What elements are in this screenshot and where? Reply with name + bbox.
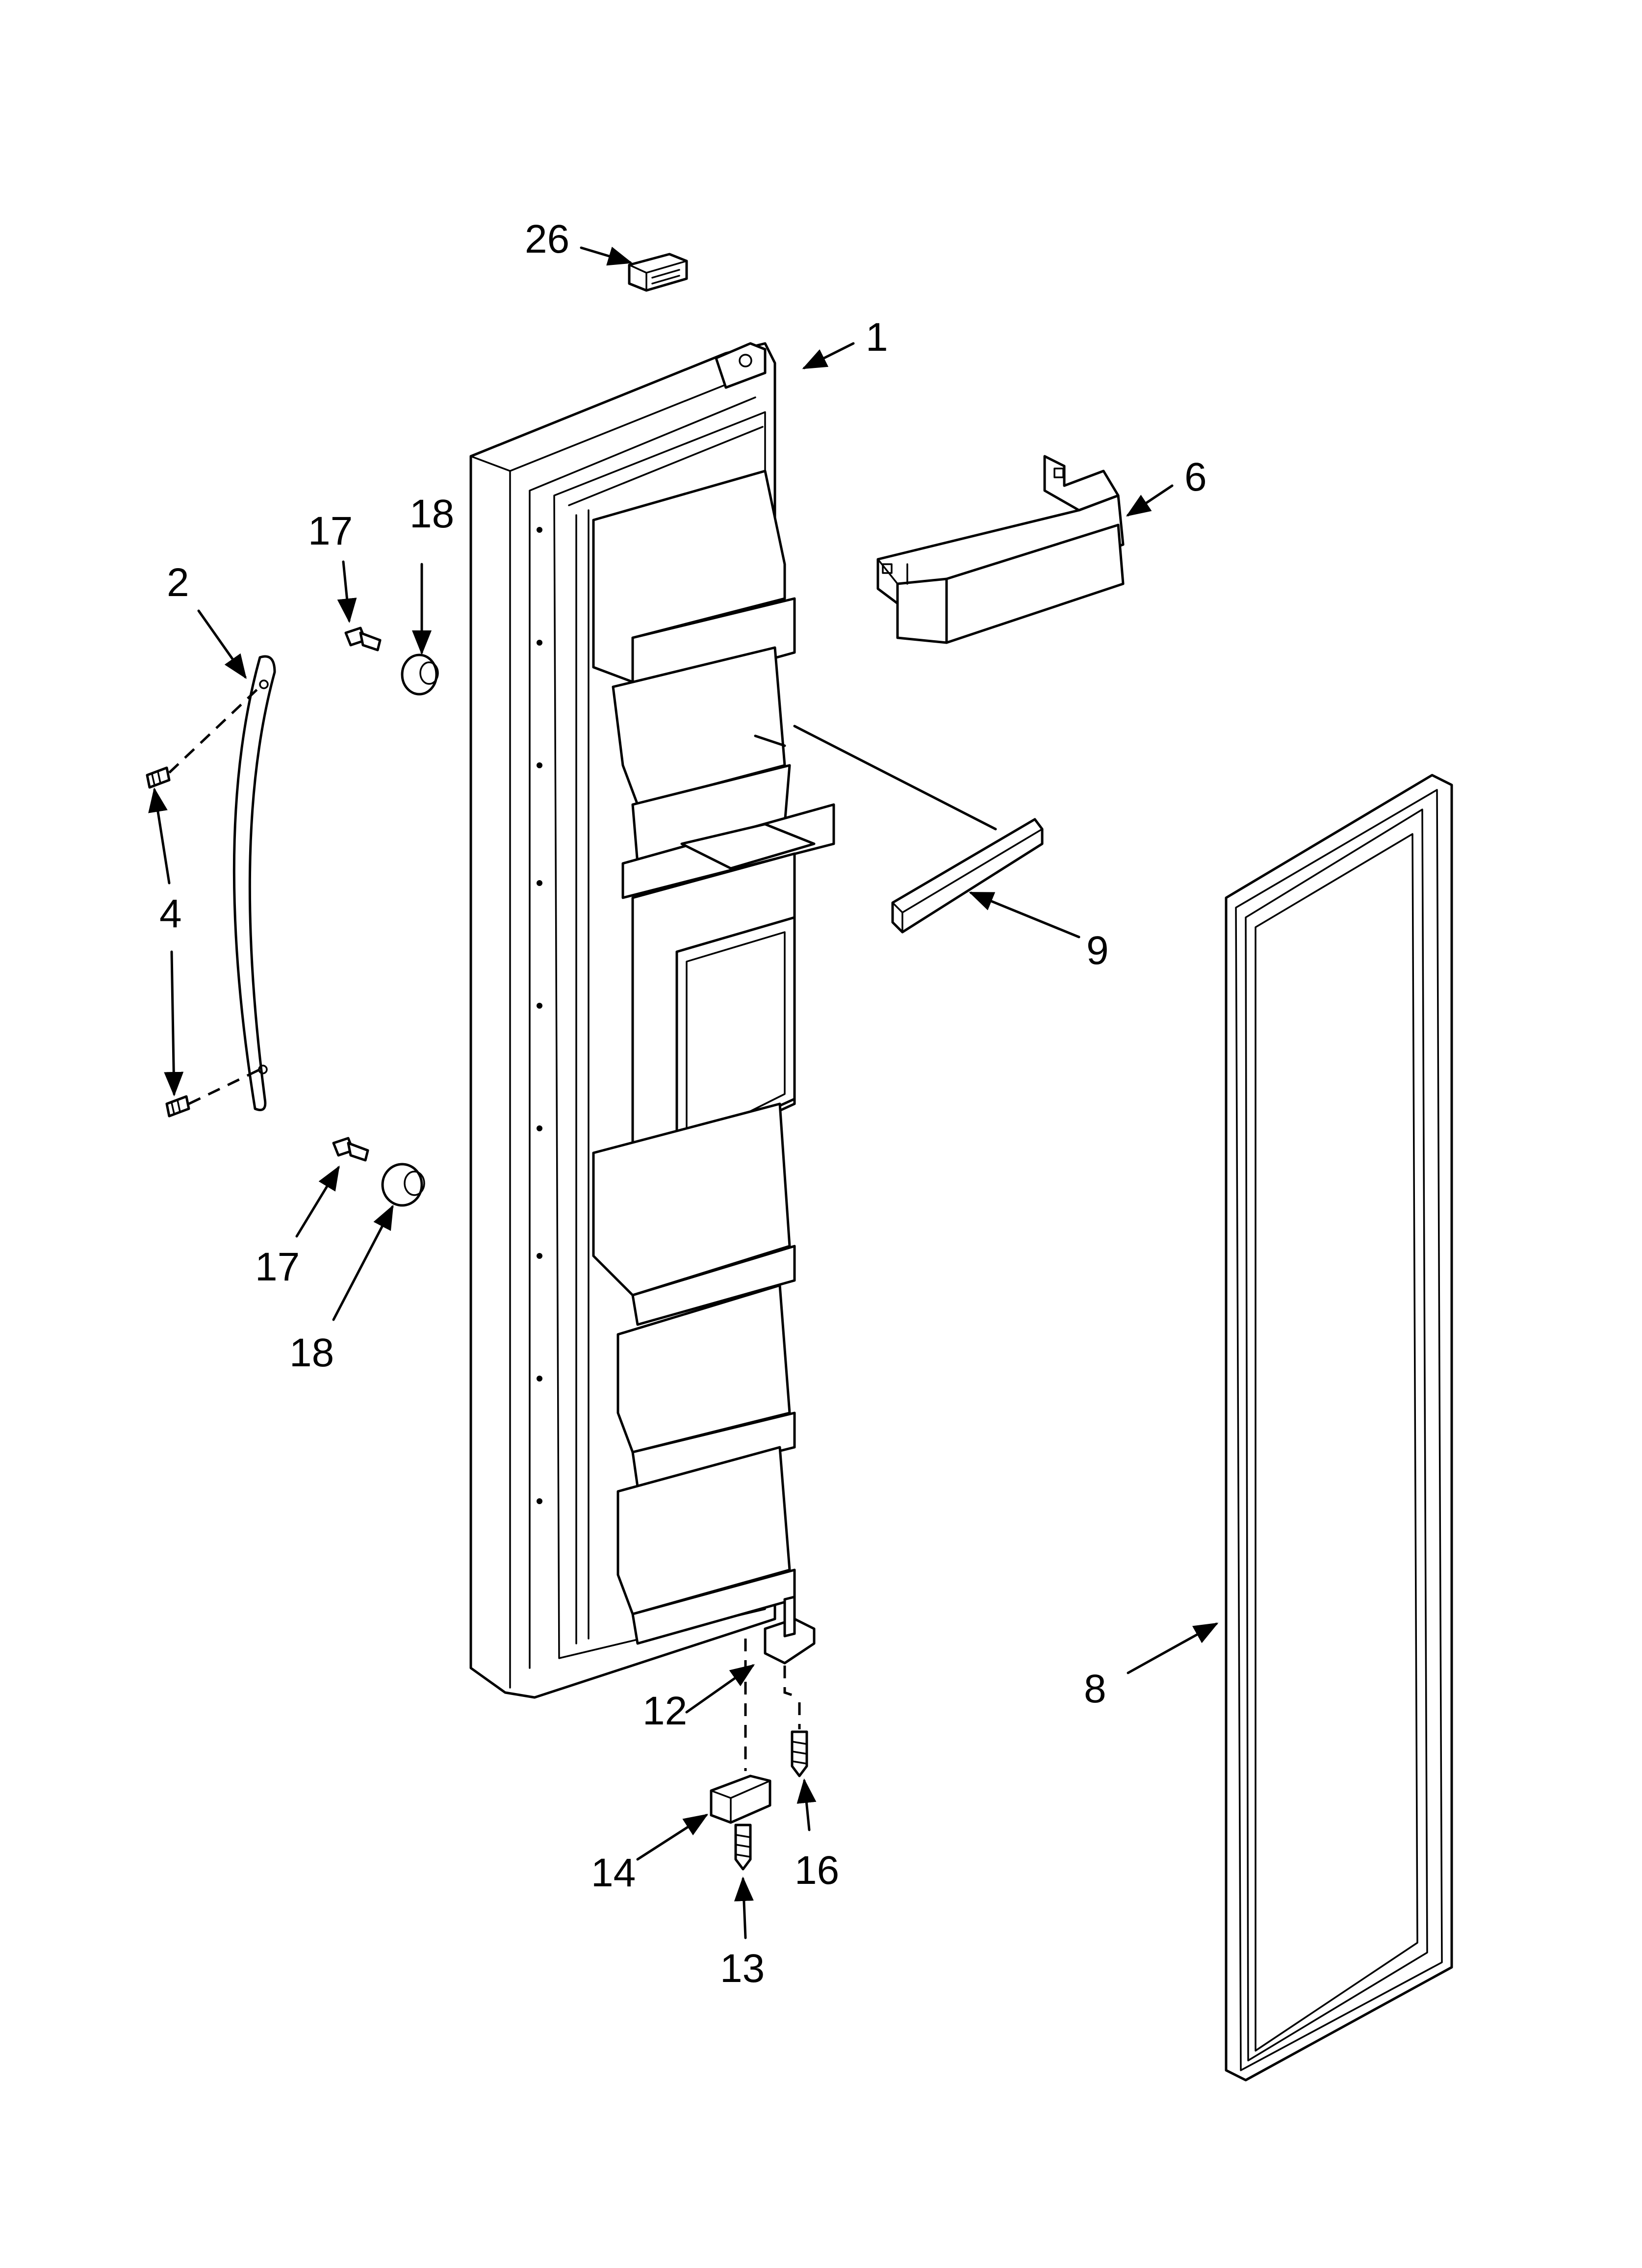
part-8-door-gasket[interactable] [1225,774,1453,2082]
part-26-connector[interactable] [628,253,688,292]
callout-4: 4 [159,891,182,936]
callout-17-lower: 17 [255,1245,300,1289]
part-4-handle-stud-lower[interactable] [165,1095,190,1118]
callout-18-lower: 18 [289,1330,334,1375]
callout-14: 14 [591,1851,636,1895]
leader-stud-lower [188,1068,261,1105]
part-9-shelf-rail[interactable] [754,725,1044,934]
callout-6: 6 [1184,455,1207,499]
part-14-door-stop[interactable] [710,1639,771,1824]
part-1-freezer-door[interactable] [469,342,835,1699]
callout-18-upper: 18 [410,492,454,536]
part-16-screw[interactable] [791,1702,808,1777]
callout-12: 12 [642,1689,687,1733]
callout-17-upper: 17 [308,509,353,553]
part-17-screw-upper[interactable] [344,626,382,652]
callout-26: 26 [525,217,569,261]
part-18-spacer-lower[interactable] [381,1163,425,1207]
part-6-door-shelf[interactable] [876,455,1125,644]
callout-8: 8 [1084,1667,1106,1711]
part-18-spacer-upper[interactable] [401,653,439,696]
part-2-door-handle[interactable] [232,655,276,1111]
callout-arrows [148,246,1219,1939]
part-13-screw[interactable] [734,1824,752,1871]
part-4-handle-stud-upper[interactable] [146,766,171,789]
callout-1: 1 [866,315,888,360]
part-17-screw-lower[interactable] [332,1137,369,1162]
door-screw-dots [537,527,542,1504]
callout-13: 13 [720,1946,765,1991]
callout-16: 16 [795,1848,839,1893]
callout-2: 2 [167,560,189,605]
part-12-hinge-bracket[interactable] [764,1595,816,1699]
callout-9: 9 [1086,928,1109,973]
